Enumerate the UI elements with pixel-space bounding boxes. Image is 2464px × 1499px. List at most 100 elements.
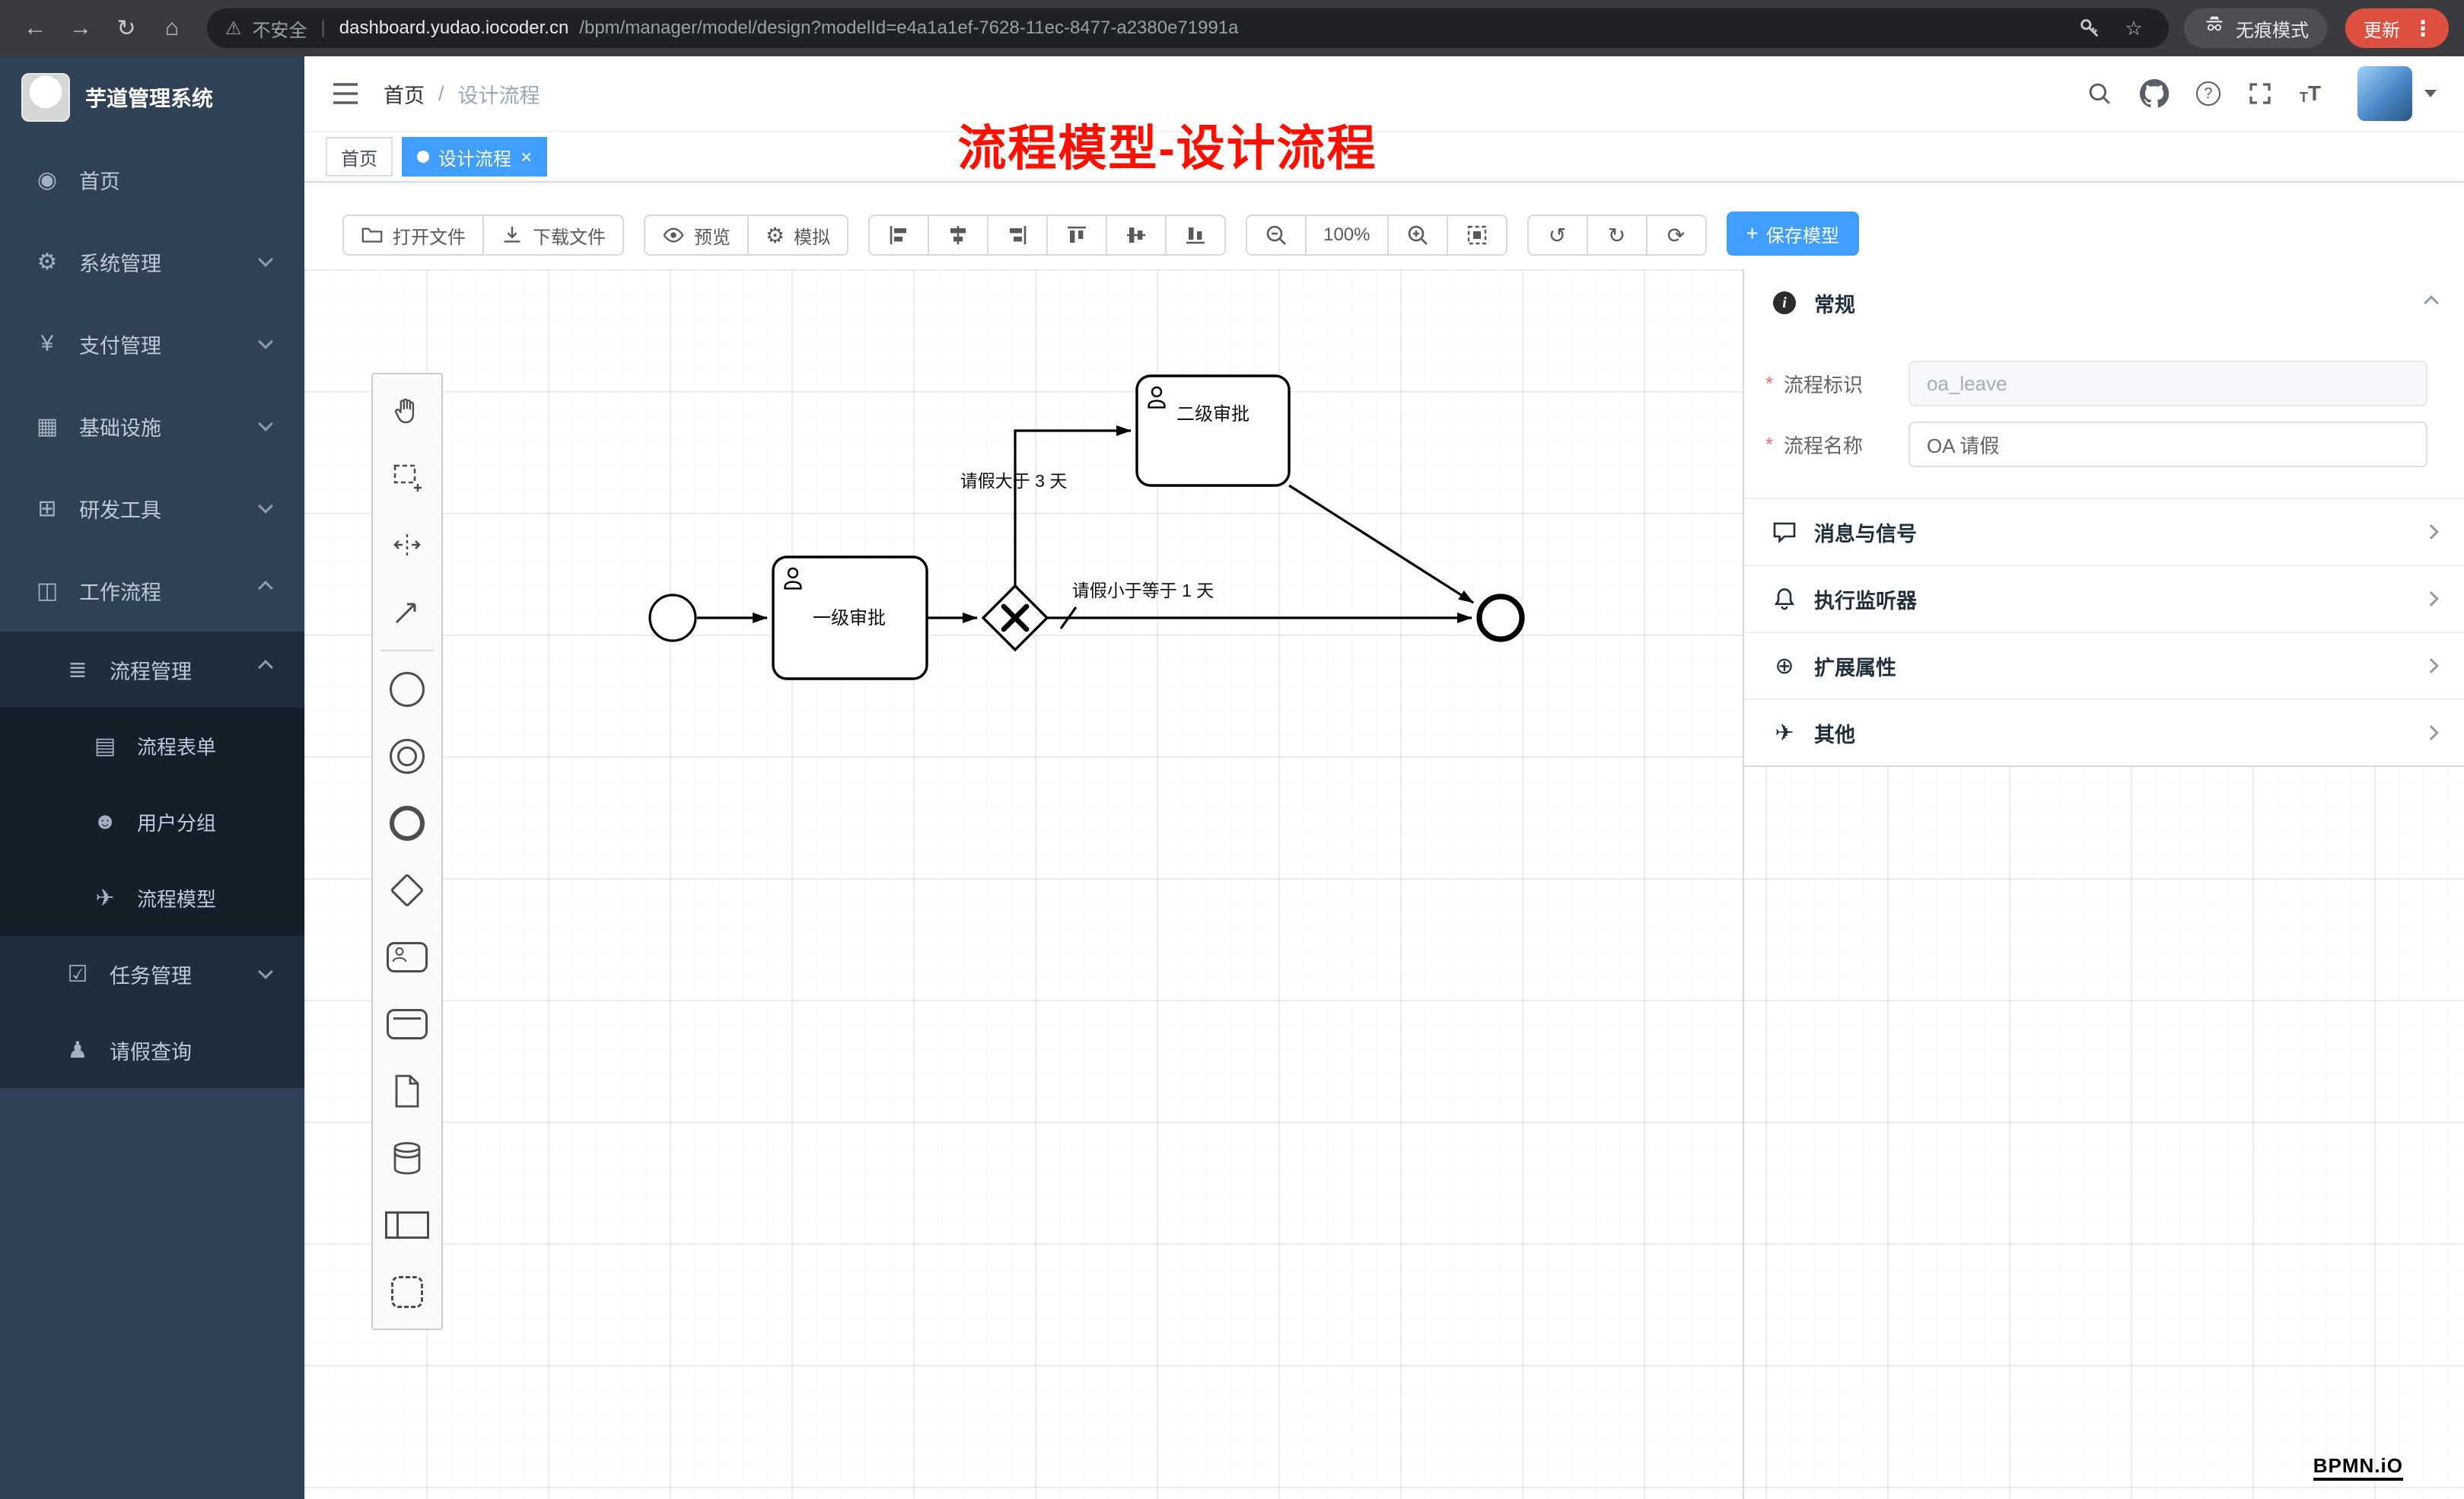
hand-tool[interactable] (373, 377, 441, 444)
browser-menu-icon[interactable]: ⋮ (2412, 16, 2434, 40)
github-icon[interactable] (2139, 79, 2169, 108)
global-connect-tool[interactable] (373, 578, 441, 645)
create-subprocess[interactable] (373, 991, 441, 1058)
flow-task2-to-end[interactable] (1288, 484, 1474, 604)
create-gateway[interactable] (373, 857, 441, 924)
not-secure-label: 不安全 (252, 20, 307, 41)
save-model-button[interactable]: + 保存模型 (1726, 212, 1859, 256)
sidebar-item-label: 系统管理 (79, 252, 161, 275)
user-avatar-menu[interactable] (2357, 66, 2437, 121)
sidebar-item-task-management[interactable]: ☑ 任务管理 (0, 936, 304, 1012)
download-file-button[interactable]: 下载文件 (482, 215, 624, 256)
section-general[interactable]: i 常规 (1744, 269, 2464, 336)
tab-home[interactable]: 首页 (326, 137, 393, 177)
user-task-second-approval[interactable]: 二级审批 (1135, 374, 1291, 487)
zoom-out-button[interactable] (1246, 215, 1307, 256)
section-other[interactable]: ✈ 其他 (1744, 699, 2464, 765)
sidebar-item-infrastructure[interactable]: ▦ 基础设施 (0, 385, 304, 467)
align-bottom-button[interactable] (1165, 215, 1227, 256)
create-data-object[interactable] (373, 1058, 441, 1125)
preview-button[interactable]: 预览 (644, 215, 749, 256)
create-group[interactable] (373, 1259, 441, 1326)
address-bar[interactable]: ⚠ 不安全 | dashboard.yudao.iocoder.cn/bpm/m… (207, 8, 2169, 48)
update-chrome-button[interactable]: 更新 ⋮ (2345, 8, 2449, 48)
sidebar-item-process-management[interactable]: ≣ 流程管理 (0, 632, 304, 708)
create-start-event[interactable] (373, 656, 441, 723)
workflow-icon: ◫ (36, 578, 59, 603)
process-name-input[interactable] (1908, 422, 2427, 467)
create-user-task[interactable] (373, 924, 441, 991)
exclusive-gateway[interactable] (981, 584, 1049, 652)
list-icon: ≣ (68, 657, 88, 683)
tab-design-process[interactable]: 设计流程 × (402, 137, 548, 177)
zoom-in-button[interactable] (1386, 215, 1448, 256)
section-execution-listener[interactable]: 执行监听器 (1744, 565, 2464, 632)
zoom-level[interactable]: 100% (1305, 215, 1389, 256)
general-form: * 流程标识 * 流程名称 (1744, 336, 2464, 498)
align-right-button[interactable] (987, 215, 1049, 256)
chevron-up-icon (258, 581, 273, 596)
create-data-store[interactable] (373, 1125, 441, 1192)
open-file-button[interactable]: 打开文件 (342, 215, 484, 256)
align-middle-button[interactable] (1106, 215, 1167, 256)
restart-button[interactable]: ⟳ (1645, 215, 1707, 256)
sidebar-item-payment[interactable]: ¥ 支付管理 (0, 303, 304, 385)
home-icon[interactable]: ⌂ (164, 15, 180, 40)
hamburger-icon[interactable] (332, 81, 359, 106)
password-key-icon[interactable] (2073, 11, 2106, 45)
breadcrumb-home[interactable]: 首页 (384, 84, 425, 107)
reload-icon[interactable]: ↻ (116, 15, 136, 41)
bpmn-io-watermark[interactable]: BPMN.iO (2313, 1454, 2403, 1481)
align-left-button[interactable] (868, 215, 930, 256)
process-key-input[interactable] (1908, 361, 2427, 406)
create-intermediate-event[interactable] (373, 723, 441, 790)
space-tool[interactable] (373, 511, 441, 578)
search-icon[interactable] (2087, 81, 2112, 107)
tab-label: 首页 (341, 148, 377, 170)
sidebar-item-system[interactable]: ⚙ 系统管理 (0, 221, 304, 303)
gear-icon: ⚙ (37, 249, 58, 275)
create-end-event[interactable] (373, 790, 441, 857)
sidebar-item-process-form[interactable]: ▤ 流程表单 (0, 708, 304, 784)
close-icon[interactable]: × (520, 145, 533, 168)
update-label: 更新 (2364, 20, 2400, 41)
align-top-button[interactable] (1046, 215, 1108, 256)
chevron-right-icon (2424, 725, 2439, 740)
undo-button[interactable]: ↺ (1526, 215, 1588, 256)
create-participant[interactable] (373, 1192, 441, 1259)
forward-icon[interactable]: → (69, 15, 92, 40)
section-extended-attributes[interactable]: ⊕ 扩展属性 (1744, 632, 2464, 699)
redo-button[interactable]: ↻ (1586, 215, 1647, 256)
zoom-reset-button[interactable] (1446, 215, 1507, 256)
condition-label-gt[interactable]: 请假大于 3 天 (960, 471, 1068, 491)
sidebar-item-process-model[interactable]: ✈ 流程模型 (0, 860, 304, 936)
condition-label-le[interactable]: 请假小于等于 1 天 (1072, 581, 1214, 600)
end-event[interactable] (1476, 594, 1525, 642)
user-task-first-approval[interactable]: 一级审批 (772, 555, 928, 680)
sidebar-item-label: 流程表单 (137, 735, 217, 759)
open-file-label: 打开文件 (393, 227, 466, 248)
sidebar-item-workflow[interactable]: ◫ 工作流程 (0, 549, 304, 632)
sidebar-item-label: 用户分组 (137, 811, 217, 835)
bpmn-canvas[interactable]: 请假大于 3 天 请假小于等于 1 天 一级审批 二级审批 (304, 269, 2464, 1499)
sidebar-item-devtools[interactable]: ⊞ 研发工具 (0, 467, 304, 549)
sidebar-item-home[interactable]: ◉ 首页 (0, 138, 304, 221)
bookmark-star-icon[interactable]: ☆ (2125, 16, 2143, 40)
flow-gateway-to-task2[interactable] (1014, 425, 1132, 586)
app-logo[interactable]: 芋道管理系统 (0, 56, 304, 138)
back-icon[interactable]: ← (24, 15, 46, 40)
lasso-tool[interactable] (373, 444, 441, 511)
align-center-button[interactable] (928, 215, 989, 256)
fullscreen-icon[interactable] (2248, 81, 2272, 106)
start-event[interactable] (648, 594, 697, 642)
chevron-down-icon (258, 334, 273, 349)
sidebar-item-user-group[interactable]: ☻ 用户分组 (0, 784, 304, 860)
palette-divider (380, 650, 434, 651)
help-icon[interactable]: ? (2195, 81, 2220, 106)
toolbox-icon: ⊞ (37, 495, 57, 521)
simulate-button[interactable]: ⚙ 模拟 (747, 215, 849, 256)
required-asterisk: * (1765, 371, 1774, 395)
section-message-signal[interactable]: 消息与信号 (1744, 498, 2464, 565)
sidebar-item-leave-query[interactable]: ♟ 请假查询 (0, 1012, 304, 1088)
